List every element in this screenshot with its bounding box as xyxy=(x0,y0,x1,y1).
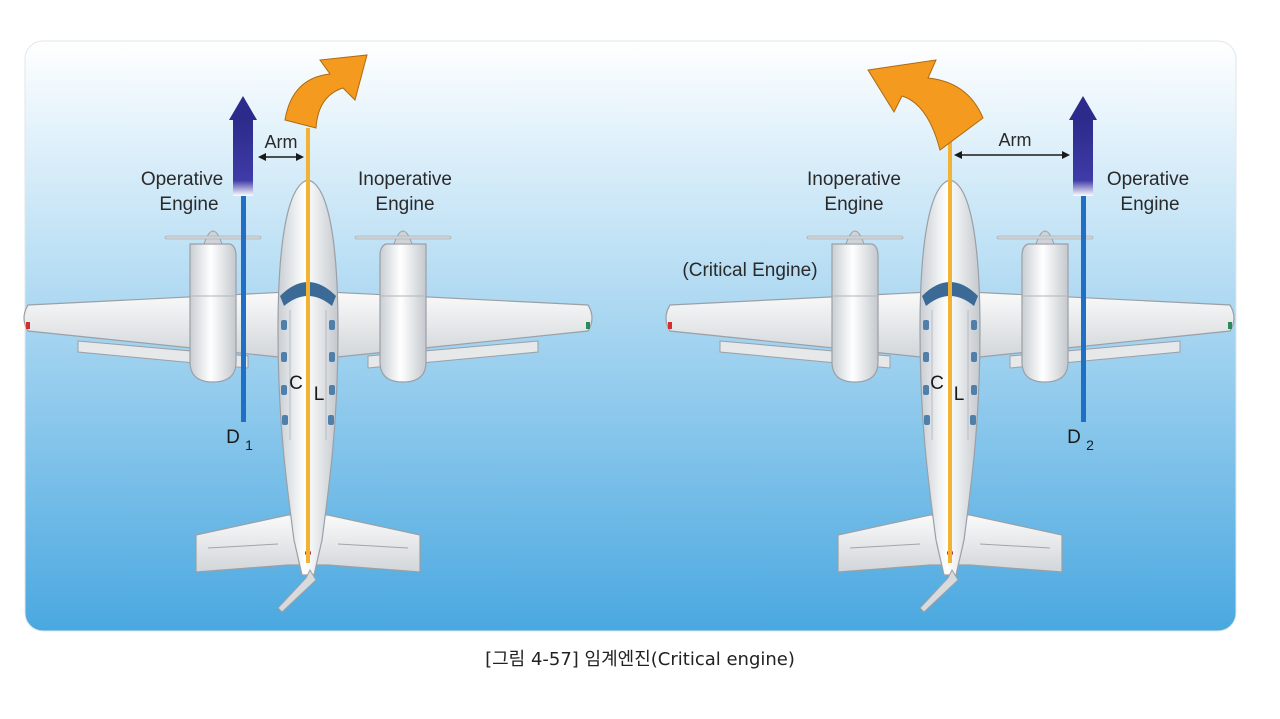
right-critical-engine-label: (Critical Engine) xyxy=(682,260,817,281)
right-yaw-arrow xyxy=(867,59,984,151)
left-operative-label-line2: Engine xyxy=(159,194,218,215)
left-centerline-l: L xyxy=(314,384,325,405)
right-drag-line xyxy=(1081,196,1086,422)
left-centerline xyxy=(306,128,310,563)
right-airplane-panel: Arm Inoperative Engine (Critical Engine)… xyxy=(665,59,1235,613)
left-thrust-arrow xyxy=(229,96,257,196)
right-centerline-l: L xyxy=(954,384,965,405)
right-arm-label: Arm xyxy=(999,130,1032,150)
right-arm-arrow xyxy=(954,151,1070,159)
right-inoperative-label-line2: Engine xyxy=(824,194,883,215)
right-centerline-c: C xyxy=(930,373,944,394)
left-drag-subscript: 1 xyxy=(245,437,253,453)
figure-caption: [그림 4-57] 임계엔진(Critical engine) xyxy=(485,649,795,670)
right-operative-label-line1: Operative xyxy=(1107,169,1189,190)
left-yaw-arrow xyxy=(284,54,368,129)
right-operative-label-line2: Engine xyxy=(1120,194,1179,215)
left-inoperative-label-line1: Inoperative xyxy=(358,169,452,190)
left-operative-label-line1: Operative xyxy=(141,169,223,190)
left-centerline-c: C xyxy=(289,373,303,394)
right-centerline xyxy=(948,128,952,563)
right-drag-subscript: 2 xyxy=(1086,437,1094,453)
left-drag-line xyxy=(241,196,246,422)
right-thrust-arrow xyxy=(1069,96,1097,196)
right-drag-label: D xyxy=(1067,427,1081,448)
left-drag-label: D xyxy=(226,427,240,448)
left-arm-label: Arm xyxy=(265,132,298,152)
left-arm-arrow xyxy=(258,153,304,161)
left-airplane-panel: Arm Operative Engine Inoperative Engine … xyxy=(23,54,593,613)
left-inoperative-label-line2: Engine xyxy=(375,194,434,215)
right-inoperative-label-line1: Inoperative xyxy=(807,169,901,190)
